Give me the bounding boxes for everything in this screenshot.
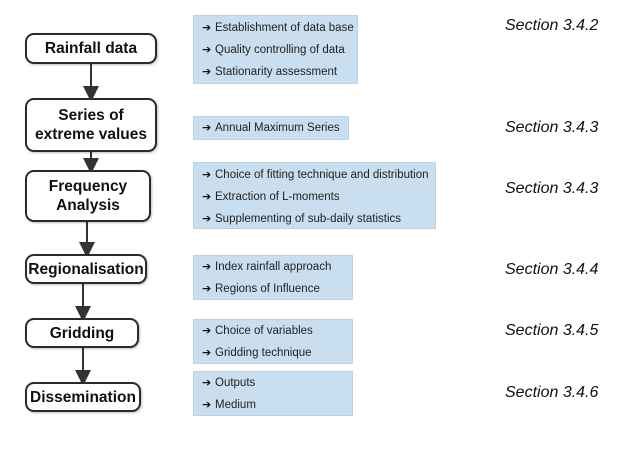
step-gridding: Gridding: [25, 318, 139, 348]
right-arrow-icon: ➔: [202, 283, 212, 295]
detail-item: ➔Stationarity assessment: [202, 65, 338, 79]
details-series-of-extreme-values: ➔Annual Maximum Series: [193, 116, 349, 140]
right-arrow-icon: ➔: [202, 191, 212, 203]
detail-text: Extraction of L-moments: [215, 190, 340, 203]
step-rainfall-data: Rainfall data: [25, 33, 157, 64]
detail-item: ➔Regions of Influence: [202, 282, 320, 296]
detail-item: ➔Medium: [202, 398, 256, 412]
right-arrow-icon: ➔: [202, 399, 212, 411]
step-label: Dissemination: [30, 388, 136, 406]
detail-text: Establishment of data base: [215, 21, 354, 34]
detail-text: Medium: [215, 398, 256, 411]
step-frequency-analysis: Frequency Analysis: [25, 170, 151, 222]
detail-text: Stationarity assessment: [215, 65, 338, 78]
detail-item: ➔Supplementing of sub-daily statistics: [202, 212, 402, 226]
right-arrow-icon: ➔: [202, 377, 212, 389]
detail-item: ➔Gridding technique: [202, 346, 312, 360]
right-arrow-icon: ➔: [202, 347, 212, 359]
section-reference: Section 3.4.2: [505, 17, 599, 34]
step-dissemination: Dissemination: [25, 382, 141, 412]
step-label: Gridding: [49, 324, 115, 342]
right-arrow-icon: ➔: [202, 122, 212, 134]
detail-text: Quality controlling of data: [215, 43, 345, 56]
detail-item: ➔Quality controlling of data: [202, 43, 345, 57]
step-label: Regionalisation: [28, 260, 144, 278]
details-gridding: ➔Choice of variables ➔Gridding technique: [193, 319, 353, 364]
detail-item: ➔Choice of variables: [202, 324, 313, 338]
detail-item: ➔Outputs: [202, 376, 256, 390]
step-regionalisation: Regionalisation: [25, 254, 147, 284]
detail-item: ➔Extraction of L-moments: [202, 190, 340, 204]
detail-text: Choice of fitting technique and distribu…: [215, 168, 429, 181]
right-arrow-icon: ➔: [202, 66, 212, 78]
detail-item: ➔Annual Maximum Series: [202, 121, 340, 135]
details-regionalisation: ➔Index rainfall approach ➔Regions of Inf…: [193, 255, 353, 300]
section-reference: Section 3.4.3: [505, 180, 599, 197]
step-label: Frequency Analysis: [48, 178, 128, 214]
detail-text: Annual Maximum Series: [215, 121, 340, 134]
detail-text: Regions of Influence: [215, 282, 320, 295]
detail-item: ➔Choice of fitting technique and distrib…: [202, 168, 429, 182]
right-arrow-icon: ➔: [202, 169, 212, 181]
detail-text: Supplementing of sub-daily statistics: [215, 212, 402, 225]
step-label: Rainfall data: [44, 40, 138, 57]
detail-text: Index rainfall approach: [215, 260, 332, 273]
detail-text: Gridding technique: [215, 346, 312, 359]
right-arrow-icon: ➔: [202, 213, 212, 225]
right-arrow-icon: ➔: [202, 44, 212, 56]
right-arrow-icon: ➔: [202, 261, 212, 273]
detail-item: ➔Establishment of data base: [202, 21, 354, 35]
right-arrow-icon: ➔: [202, 325, 212, 337]
details-rainfall-data: ➔Establishment of data base ➔Quality con…: [193, 15, 358, 84]
detail-text: Choice of variables: [215, 324, 313, 337]
section-reference: Section 3.4.6: [505, 384, 599, 401]
section-reference: Section 3.4.5: [505, 322, 599, 339]
details-frequency-analysis: ➔Choice of fitting technique and distrib…: [193, 162, 436, 229]
details-dissemination: ➔Outputs ➔Medium: [193, 371, 353, 416]
right-arrow-icon: ➔: [202, 22, 212, 34]
step-label: Series of extreme values: [34, 107, 148, 143]
section-reference: Section 3.4.3: [505, 119, 599, 136]
step-series-of-extreme-values: Series of extreme values: [25, 98, 157, 152]
detail-item: ➔Index rainfall approach: [202, 260, 332, 274]
section-reference: Section 3.4.4: [505, 261, 599, 278]
detail-text: Outputs: [215, 376, 256, 389]
